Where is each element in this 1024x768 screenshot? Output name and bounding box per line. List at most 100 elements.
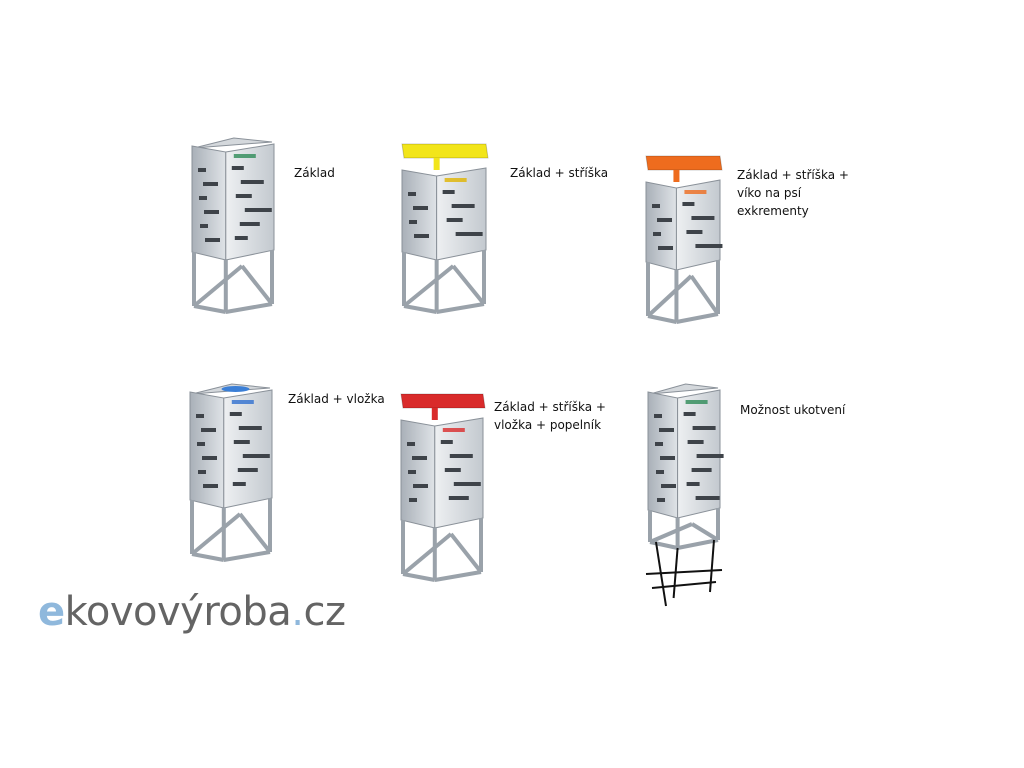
slot xyxy=(686,230,703,234)
slot xyxy=(413,206,428,210)
slot xyxy=(205,238,220,242)
logo-main: kovovýroba xyxy=(64,589,292,635)
slot xyxy=(656,470,664,474)
slot xyxy=(453,482,481,486)
slot xyxy=(444,468,461,472)
slot xyxy=(686,482,700,486)
slot xyxy=(232,482,246,486)
product-caption-6: Možnost ukotvení xyxy=(740,403,846,417)
product-caption-2: Základ + stříška xyxy=(510,166,609,180)
slot xyxy=(409,220,417,224)
roof-lid xyxy=(645,155,723,171)
slot xyxy=(448,496,469,500)
base-frame xyxy=(401,518,483,582)
slot xyxy=(242,454,270,458)
slot xyxy=(660,456,675,460)
slot xyxy=(231,166,244,170)
roof-lid xyxy=(400,393,486,409)
slot xyxy=(695,496,720,500)
bin-label xyxy=(444,178,467,182)
slot xyxy=(655,442,663,446)
slot xyxy=(652,204,660,208)
base-frame xyxy=(646,260,720,324)
slot xyxy=(234,236,248,240)
top-rim xyxy=(649,383,719,395)
slot xyxy=(692,426,716,430)
slot xyxy=(409,498,417,502)
slot xyxy=(408,470,416,474)
slot xyxy=(446,218,463,222)
slot xyxy=(239,222,260,226)
bin-roof-orange-image xyxy=(645,155,723,324)
slot xyxy=(203,182,218,186)
slot xyxy=(682,202,695,206)
slot xyxy=(658,246,673,250)
product-caption-1: Základ xyxy=(294,166,335,180)
insert-opening xyxy=(221,386,250,392)
slot xyxy=(237,468,258,472)
roof-post xyxy=(673,170,680,182)
product-image-3 xyxy=(642,140,724,330)
ekovovyroba-logo: ekovovýroba.cz xyxy=(38,588,346,636)
base-frame xyxy=(192,250,274,314)
slot xyxy=(659,428,674,432)
bin-roof-red-image xyxy=(400,393,486,582)
product-caption-3: Základ + stříška + víko na psí exkrement… xyxy=(737,168,849,218)
slot xyxy=(451,204,475,208)
slot xyxy=(201,428,216,432)
top-rim xyxy=(193,137,273,149)
slot xyxy=(235,194,252,198)
slot xyxy=(657,218,672,222)
right-panel xyxy=(225,143,275,261)
slot xyxy=(197,442,205,446)
base-frame xyxy=(648,508,720,550)
bin-label xyxy=(231,400,254,404)
slot xyxy=(198,470,206,474)
slot xyxy=(204,210,219,214)
slot xyxy=(240,180,264,184)
bin-basic-image xyxy=(191,137,275,314)
left-panel xyxy=(191,145,227,261)
slot xyxy=(687,440,704,444)
slot xyxy=(657,498,665,502)
slot xyxy=(449,454,473,458)
slot xyxy=(691,468,712,472)
slot xyxy=(661,484,676,488)
slot xyxy=(196,414,204,418)
bin-anchor-image xyxy=(645,383,724,607)
slot xyxy=(200,224,208,228)
slot xyxy=(442,190,455,194)
logo-dot: . xyxy=(291,589,304,635)
product-image-5 xyxy=(397,378,487,588)
slot xyxy=(238,426,262,430)
roof-post xyxy=(433,158,440,170)
slot xyxy=(202,456,217,460)
slot xyxy=(695,244,723,248)
bin-roof-yellow-image xyxy=(401,143,489,314)
slot xyxy=(653,232,661,236)
slot xyxy=(408,192,416,196)
slot xyxy=(203,484,218,488)
slot xyxy=(244,208,272,212)
logo-tld: cz xyxy=(303,589,347,635)
slot xyxy=(691,216,715,220)
product-image-1 xyxy=(188,132,278,320)
product-image-2 xyxy=(398,128,490,320)
left-panel xyxy=(401,169,438,261)
bin-insert-image xyxy=(189,383,273,562)
product-caption-4: Základ + vložka xyxy=(288,392,385,406)
slot xyxy=(455,232,483,236)
product-caption-5: Základ + stříška + vložka + popelník xyxy=(494,400,606,432)
slot xyxy=(696,454,724,458)
slot xyxy=(199,196,207,200)
left-panel xyxy=(189,391,225,509)
roof-lid xyxy=(401,143,489,159)
slot xyxy=(233,440,250,444)
slot xyxy=(229,412,242,416)
roof-post xyxy=(431,408,438,420)
slot xyxy=(414,234,429,238)
base-frame xyxy=(402,250,486,314)
left-panel xyxy=(400,419,436,529)
slot xyxy=(407,442,415,446)
bin-label xyxy=(233,154,256,158)
